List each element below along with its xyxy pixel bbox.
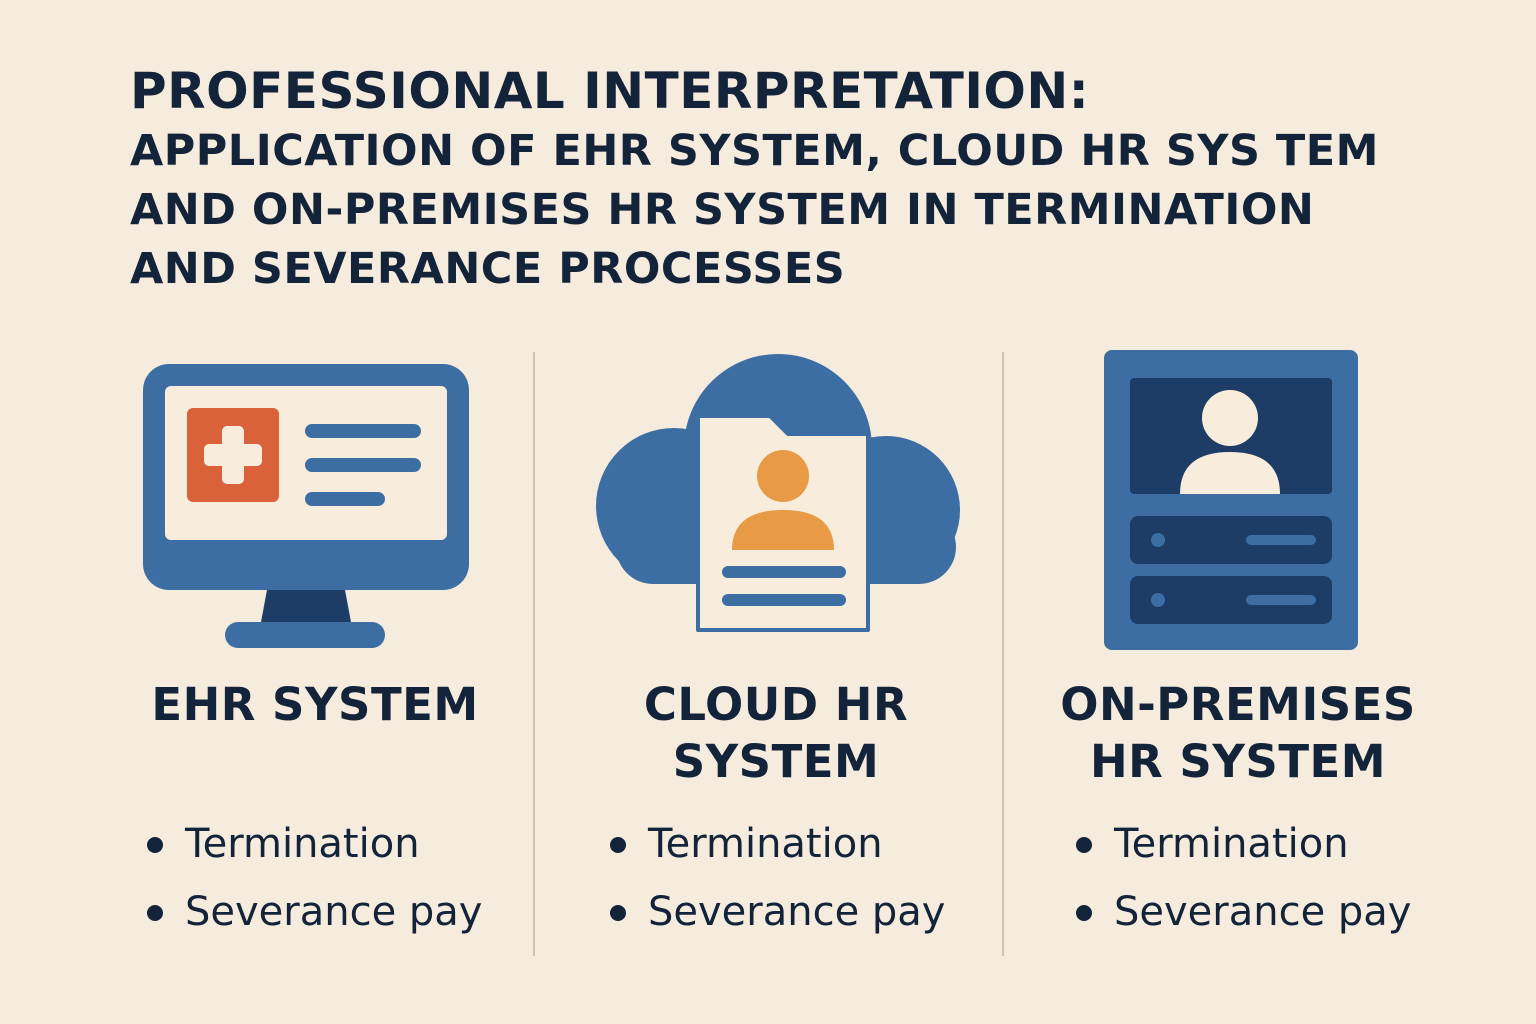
page-title: PROFESSIONAL INTERPRETATION: APPLICATION…	[130, 60, 1510, 299]
cloud-profile-icon	[556, 340, 996, 660]
title-subtitle-line: APPLICATION OF EHR SYSTEM, CLOUD HR SYS …	[130, 126, 1379, 176]
bullet-icon	[1076, 905, 1092, 921]
column-title: EHR SYSTEM	[151, 678, 479, 731]
title-subtitle-line: AND SEVERANCE PROCESSES	[130, 244, 846, 294]
list-item: Termination	[145, 810, 482, 878]
bullet-icon	[147, 905, 163, 921]
column-title: ON-PREMISES HR SYSTEM	[1060, 678, 1416, 788]
list-item: Termination	[608, 810, 945, 878]
server-profile-icon	[1018, 340, 1458, 660]
bullet-list: Termination Severance pay	[145, 810, 482, 946]
column-divider	[533, 352, 535, 956]
column-title: CLOUD HR SYSTEM	[643, 678, 909, 788]
medical-monitor-icon	[95, 340, 535, 660]
bullet-icon	[1076, 837, 1092, 853]
bullet-icon	[147, 837, 163, 853]
bullet-list: Termination Severance pay	[1074, 810, 1411, 946]
list-item: Severance pay	[1074, 878, 1411, 946]
bullet-icon	[610, 837, 626, 853]
list-item: Severance pay	[608, 878, 945, 946]
title-main: PROFESSIONAL INTERPRETATION:	[130, 62, 1090, 120]
column-divider	[1002, 352, 1004, 956]
title-subtitle-line: AND ON-PREMISES HR SYSTEM IN TERMINATION	[130, 185, 1315, 235]
list-item: Severance pay	[145, 878, 482, 946]
bullet-list: Termination Severance pay	[608, 810, 945, 946]
bullet-icon	[610, 905, 626, 921]
list-item: Termination	[1074, 810, 1411, 878]
